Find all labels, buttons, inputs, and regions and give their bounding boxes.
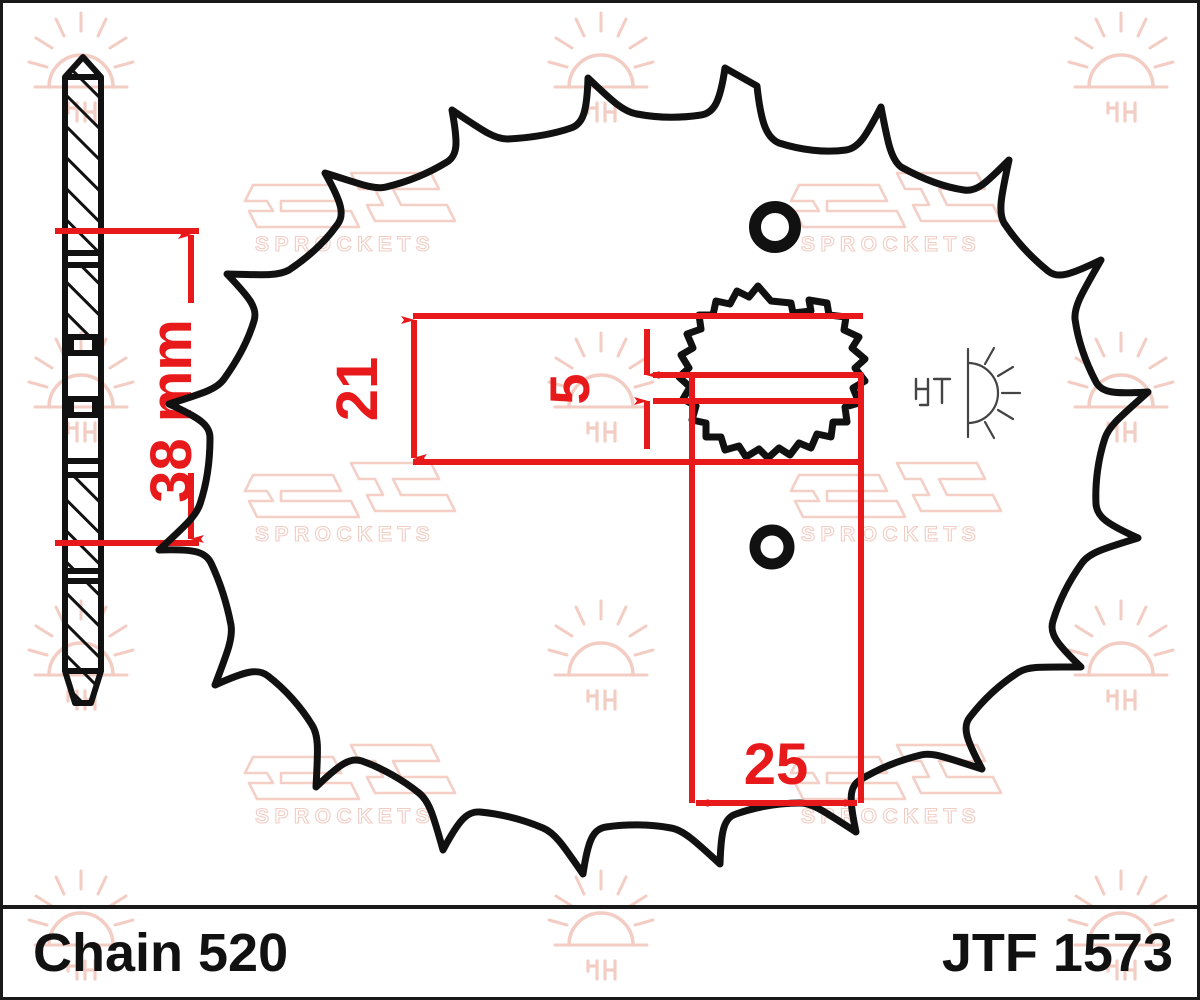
jt-sprockets-watermark bbox=[789, 743, 1003, 830]
sun-icon bbox=[1067, 599, 1175, 711]
dimension-label-38mm: 38 mm bbox=[139, 319, 204, 503]
dimension-label-25: 25 bbox=[744, 732, 809, 797]
bolt-hole bbox=[749, 201, 801, 253]
dimension-overall-width: 38 mm bbox=[55, 228, 204, 546]
sun-icon bbox=[1067, 11, 1175, 123]
side-section-view bbox=[62, 54, 104, 706]
jt-sun-mark bbox=[914, 346, 1022, 440]
jt-sprockets-watermark bbox=[243, 461, 457, 548]
sprocket-technical-drawing: SPROCKETS bbox=[3, 11, 1197, 983]
face-dimension-lines: 21 5 25 bbox=[325, 313, 864, 807]
dimension-label-21: 21 bbox=[325, 357, 390, 422]
sun-icon bbox=[547, 869, 655, 981]
jt-sprockets-watermark bbox=[243, 171, 457, 258]
sprocket-face-view bbox=[155, 64, 1152, 878]
sun-icon bbox=[547, 599, 655, 711]
footer-bar: Chain 520 JTF 1573 bbox=[3, 905, 1197, 983]
bolt-hole bbox=[749, 524, 795, 570]
jt-sprockets-watermark bbox=[789, 171, 1003, 258]
chain-label: Chain 520 bbox=[33, 923, 288, 983]
dimension-label-5: 5 bbox=[538, 373, 601, 404]
hub-step bbox=[68, 337, 98, 415]
jt-sprockets-watermark bbox=[789, 461, 1003, 548]
sun-icon bbox=[27, 331, 135, 443]
sprocket-teeth-outline bbox=[155, 64, 1152, 878]
side-profile-outline bbox=[62, 54, 104, 706]
part-number-label: JTF 1573 bbox=[942, 923, 1173, 983]
center-splined-bore bbox=[675, 282, 869, 462]
sun-icon bbox=[547, 11, 655, 123]
